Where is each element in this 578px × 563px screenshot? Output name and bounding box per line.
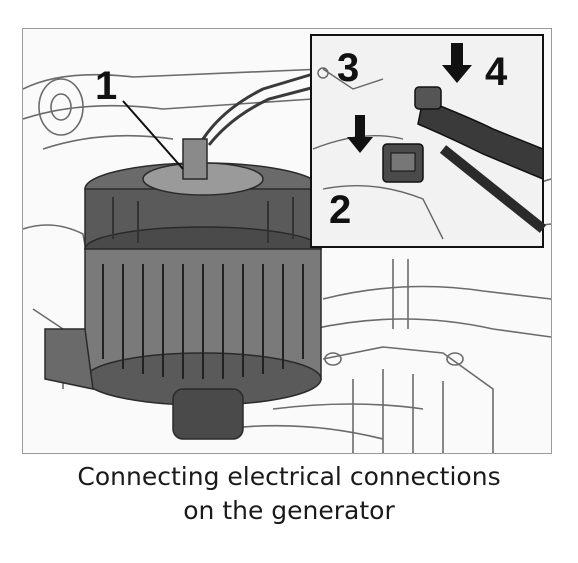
generator-cooling-fins	[102, 264, 304, 379]
generator-top-ribs	[112, 197, 294, 243]
inset-detail	[310, 34, 547, 248]
connector-3	[414, 86, 442, 110]
arrow-2-icon	[347, 115, 373, 153]
arrow-4-icon	[442, 43, 472, 83]
caption-line-1: Connecting electrical connections	[77, 462, 501, 491]
callout-2: 2	[329, 188, 351, 232]
callout-3: 3	[337, 46, 359, 90]
caption-line-2: on the generator	[183, 496, 395, 525]
callout-4: 4	[485, 50, 508, 94]
callout-1: 1	[95, 64, 117, 108]
callout-1-leader	[122, 100, 184, 170]
figure-caption: Connecting electrical connections on the…	[0, 460, 578, 528]
generator-illustration: 1 2 3 4	[22, 28, 552, 454]
cable-harness	[417, 97, 544, 181]
generator-cable	[201, 72, 316, 146]
